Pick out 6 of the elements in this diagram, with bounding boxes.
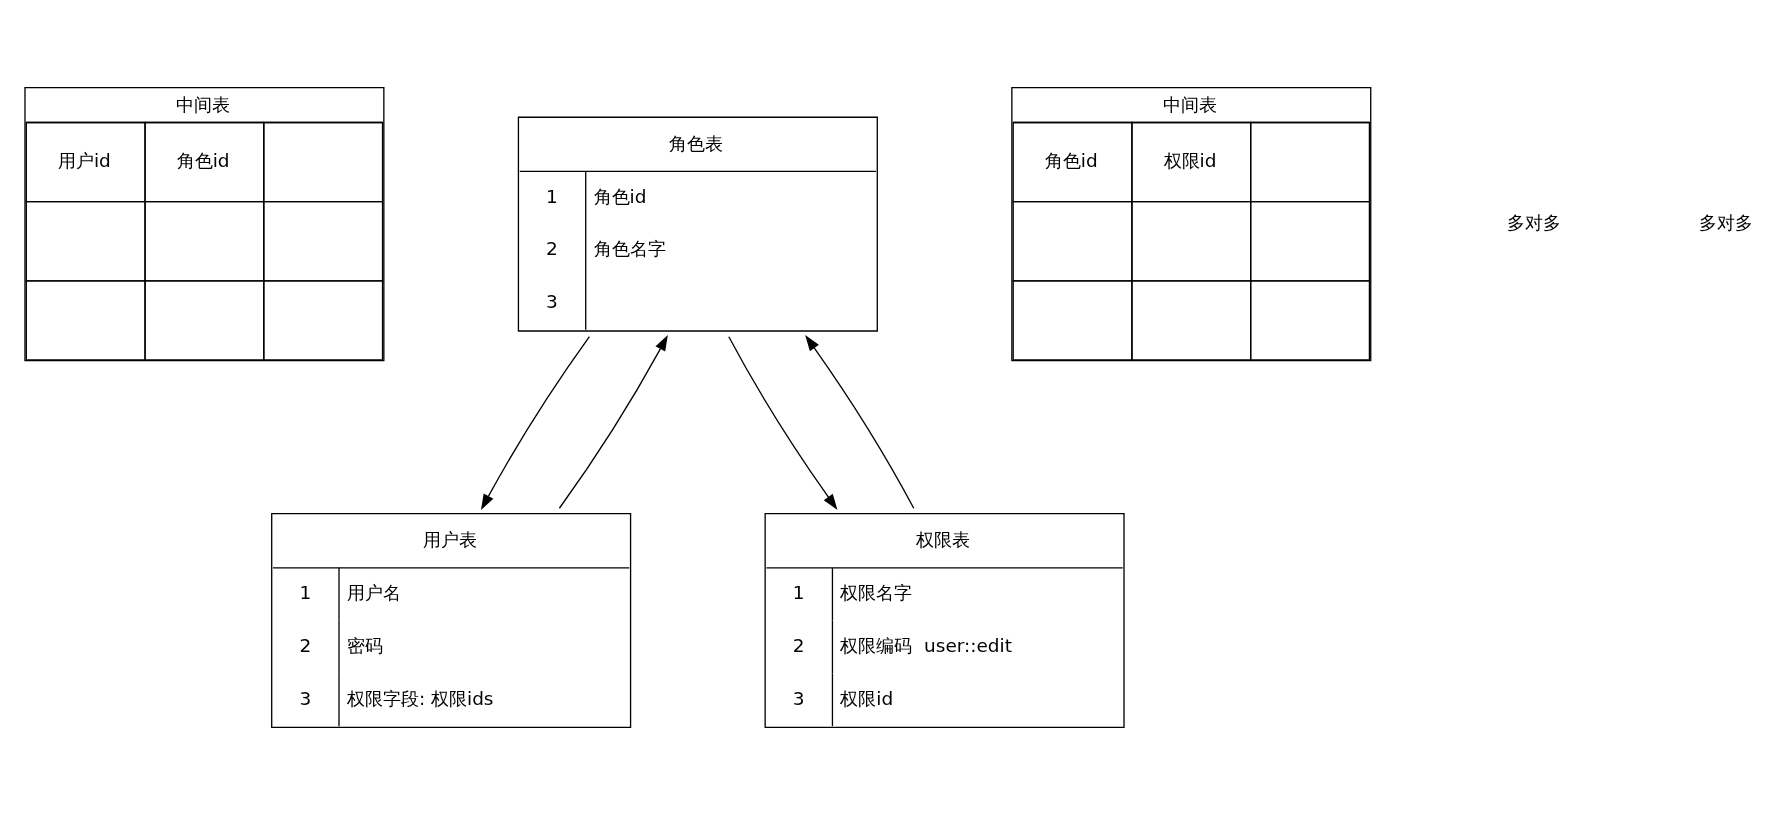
arrow (558, 334, 668, 509)
arrow (805, 335, 915, 509)
label: 多对多 (1507, 211, 1562, 233)
arrow (728, 336, 838, 510)
arrow (481, 336, 591, 510)
label: 多对多 (1698, 211, 1753, 233)
